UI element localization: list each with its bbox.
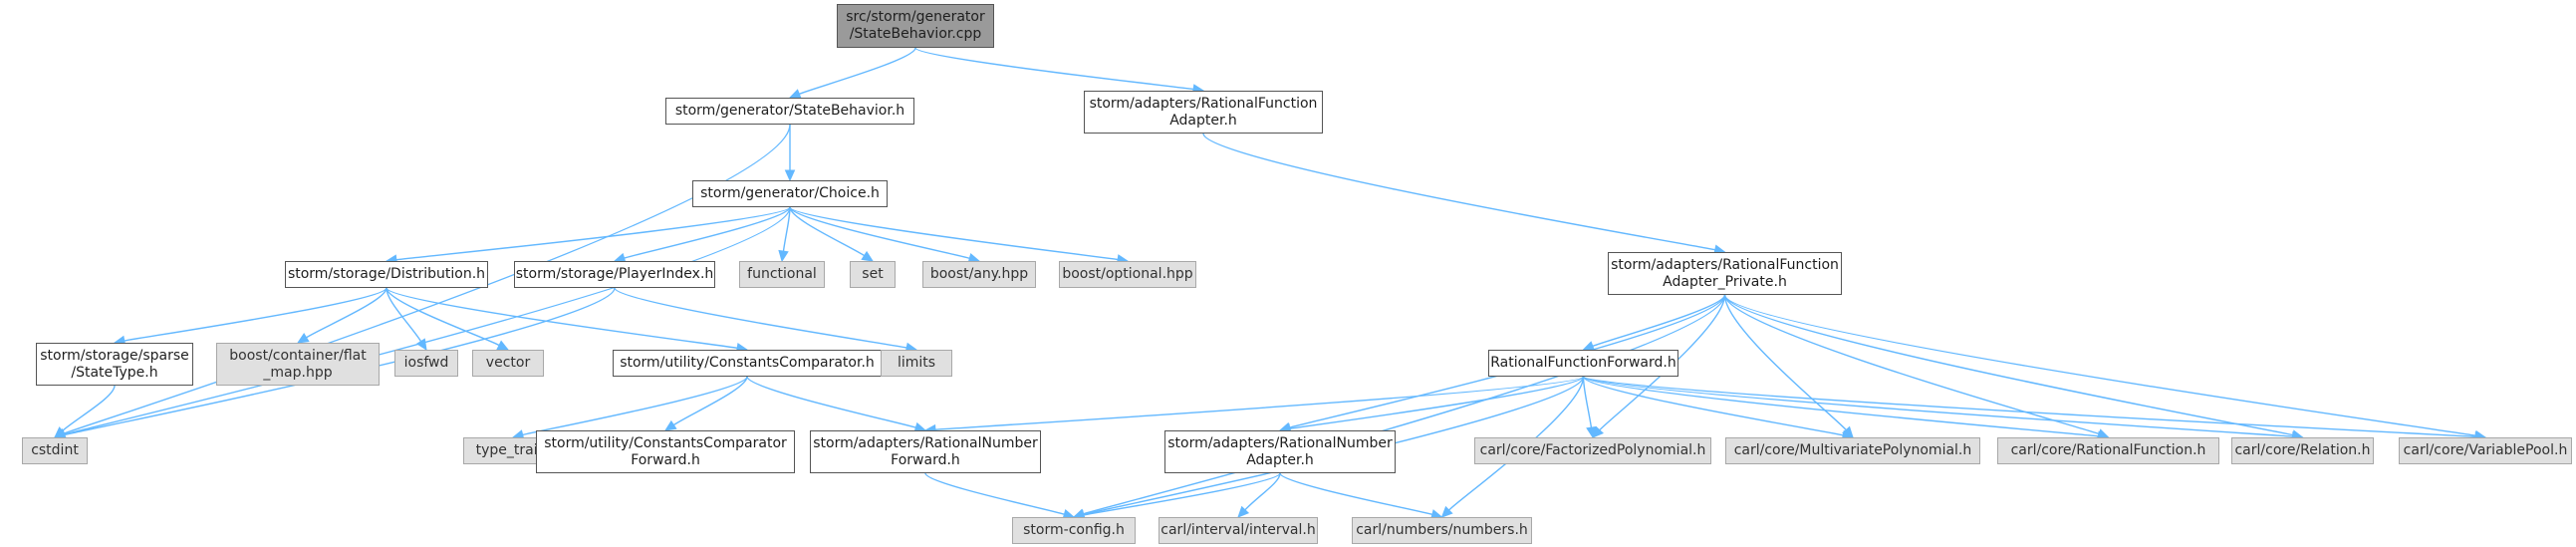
node-boost-any[interactable]: boost/any.hpp: [922, 261, 1036, 288]
edge-distribution_h-to-sparse_statetype_h: [124, 287, 387, 342]
edge-rf_forward_h-to-factorized_poly: [1582, 376, 1593, 428]
edge-distribution_h-to-vector: [386, 287, 500, 347]
edge-choice_h-to-set: [789, 206, 865, 257]
node-carl-numbers[interactable]: carl/numbers/numbers.h: [1352, 517, 1532, 544]
node-constants-comparator-h[interactable]: storm/utility/ConstantsComparator.h: [613, 350, 882, 377]
edge-rn_adapter_h-to-carl_numbers: [1279, 472, 1433, 516]
edge-arrowhead: [1586, 425, 1597, 439]
edge-constants_comparator_h-to-type_traits: [522, 376, 748, 436]
node-limits[interactable]: limits: [881, 350, 952, 377]
node-relation[interactable]: carl/core/Relation.h: [2231, 437, 2374, 464]
edge-arrowhead: [663, 419, 677, 431]
node-flat-map[interactable]: boost/container/flat _map.hpp: [216, 343, 380, 386]
edge-sparse_statetype_h-to-cstdint: [62, 385, 116, 431]
node-distribution-h[interactable]: storm/storage/Distribution.h: [285, 261, 488, 288]
edge-distribution_h-to-iosfwd: [386, 287, 422, 342]
edge-rf_forward_h-to-rational_function: [1582, 376, 2099, 437]
edge-arrowhead: [1440, 505, 1453, 518]
edge-rn_forward_h-to-storm_config: [924, 472, 1065, 515]
edge-rf_forward_h-to-rn_forward_h: [934, 376, 1585, 430]
edge-arrowhead: [861, 250, 875, 262]
node-carl-interval[interactable]: carl/interval/interval.h: [1159, 517, 1318, 544]
edge-arrowhead: [415, 338, 427, 352]
edge-rf_adapter_private_h-to-multivariate_poly: [1723, 294, 1847, 431]
node-constants-comparator-fwd-h[interactable]: storm/utility/ConstantsComparator Forwar…: [536, 430, 795, 473]
node-vector[interactable]: vector: [472, 350, 544, 377]
edge-statebehavior_h-to-cstdint: [63, 124, 791, 434]
node-variablepool[interactable]: carl/core/VariablePool.h: [2399, 437, 2572, 464]
edge-distribution_h-to-flat_map: [306, 287, 387, 339]
edge-rf_forward_h-to-variablepool: [1582, 376, 2476, 438]
node-playerindex-h[interactable]: storm/storage/PlayerIndex.h: [514, 261, 715, 288]
node-rf-forward-h[interactable]: RationalFunctionForward.h: [1488, 350, 1678, 377]
edge-choice_h-to-cstdint: [64, 206, 791, 435]
node-rn-adapter-h[interactable]: storm/adapters/RationalNumber Adapter.h: [1164, 430, 1396, 473]
edge-rf_adapter_private_h-to-variablepool: [1723, 294, 2476, 436]
node-rational-function[interactable]: carl/core/RationalFunction.h: [1997, 437, 2219, 464]
node-iosfwd[interactable]: iosfwd: [394, 350, 458, 377]
node-boost-optional[interactable]: boost/optional.hpp: [1059, 261, 1196, 288]
edge-root-to-statebehavior_h: [799, 47, 916, 95]
node-rn-forward-h[interactable]: storm/adapters/RationalNumber Forward.h: [810, 430, 1041, 473]
edge-constants_comparator_h-to-constants_comparator_fwd_h: [672, 376, 748, 426]
edge-arrowhead: [778, 249, 789, 263]
node-choice-h[interactable]: storm/generator/Choice.h: [692, 180, 888, 207]
node-factorized-poly[interactable]: carl/core/FactorizedPolynomial.h: [1474, 437, 1711, 464]
node-storm-config[interactable]: storm-config.h: [1012, 517, 1136, 544]
edge-choice_h-to-functional: [782, 206, 791, 252]
node-multivariate-poly[interactable]: carl/core/MultivariatePolynomial.h: [1725, 437, 1980, 464]
node-set[interactable]: set: [850, 261, 896, 288]
edge-choice_h-to-boost_any: [789, 206, 970, 259]
node-rf-adapter-h[interactable]: storm/adapters/RationalFunction Adapter.…: [1084, 91, 1323, 134]
edge-choice_h-to-playerindex_h: [624, 206, 791, 259]
edge-choice_h-to-boost_optional: [789, 206, 1119, 261]
node-root[interactable]: src/storm/generator /StateBehavior.cpp: [837, 4, 994, 48]
edge-arrowhead: [496, 340, 510, 351]
node-functional[interactable]: functional: [739, 261, 825, 288]
edge-rf_adapter_private_h-to-relation: [1723, 294, 2293, 436]
edge-rf_adapter_h-to-rf_adapter_private_h: [1202, 133, 1715, 251]
edge-choice_h-to-distribution_h: [395, 206, 791, 261]
edge-rf_adapter_private_h-to-storm_config: [1083, 294, 1726, 515]
edge-root-to-rf_adapter_h: [914, 47, 1194, 91]
node-sparse-statetype-h[interactable]: storm/storage/sparse /StateType.h: [36, 343, 193, 386]
edge-rf_adapter_private_h-to-rational_function: [1723, 294, 2100, 435]
edge-constants_comparator_h-to-rn_forward_h: [746, 376, 916, 428]
edge-arrowhead: [296, 332, 310, 344]
edge-rn_adapter_h-to-storm_config: [1083, 472, 1281, 516]
edge-arrowhead: [1237, 505, 1250, 518]
node-rf-adapter-private-h[interactable]: storm/adapters/RationalFunction Adapter_…: [1608, 252, 1842, 295]
edge-arrowhead: [784, 169, 796, 182]
edge-arrowhead: [54, 426, 67, 438]
edge-distribution_h-to-constants_comparator_h: [386, 287, 738, 350]
node-cstdint[interactable]: cstdint: [22, 437, 88, 464]
edge-playerindex_h-to-limits: [614, 287, 907, 349]
edge-rf_forward_h-to-multivariate_poly: [1582, 376, 1844, 436]
node-statebehavior-h[interactable]: storm/generator/StateBehavior.h: [665, 98, 914, 125]
edge-rf_forward_h-to-relation: [1582, 376, 2293, 437]
edge-rf_forward_h-to-rn_adapter_h: [1289, 376, 1585, 429]
edge-rn_adapter_h-to-carl_interval: [1244, 472, 1281, 511]
edge-rf_adapter_private_h-to-rf_forward_h: [1592, 294, 1726, 348]
